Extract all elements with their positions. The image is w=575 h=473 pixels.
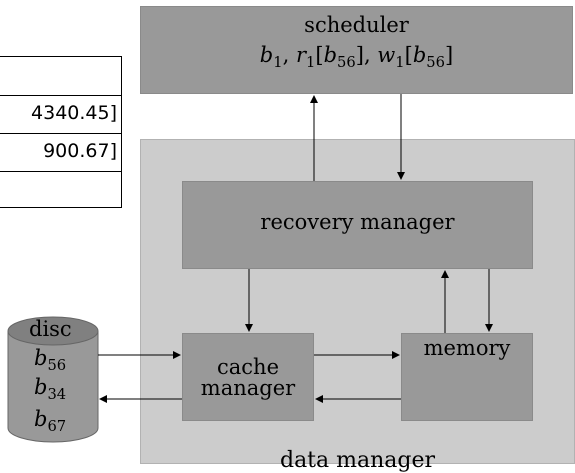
- op-write: w1[b56]: [377, 43, 454, 72]
- left-table: 4340.45] 900.67]: [0, 56, 122, 208]
- memory-label: memory: [423, 336, 511, 360]
- scheduler-operations: b1, r1[b56], w1[b56]: [141, 43, 572, 71]
- left-table-cell: 900.67]: [43, 140, 117, 162]
- left-table-cell: 4340.45]: [31, 102, 117, 124]
- op-begin: b1,: [259, 43, 296, 72]
- recovery-manager-box: recovery manager: [182, 181, 533, 269]
- memory-box: memory: [401, 333, 533, 421]
- op-read: r1[b56],: [295, 43, 378, 72]
- disc-cylinder: [7, 316, 99, 443]
- disc-label: disc: [29, 317, 72, 341]
- left-table-row: 4340.45]: [0, 95, 121, 134]
- scheduler-title: scheduler: [304, 13, 409, 37]
- disc-item-b67: b67: [34, 407, 67, 436]
- cache-manager-box: cache manager: [182, 333, 314, 421]
- disc-item-b56: b56: [34, 346, 67, 375]
- scheduler-box: scheduler b1, r1[b56], w1[b56]: [140, 6, 573, 94]
- cache-manager-label-line2: manager: [200, 376, 296, 400]
- disc-item-b34: b34: [34, 375, 67, 404]
- left-table-row: [0, 57, 121, 96]
- recovery-manager-label: recovery manager: [260, 210, 455, 234]
- cache-manager-label-line1: cache: [217, 355, 279, 379]
- left-table-row: 900.67]: [0, 133, 121, 172]
